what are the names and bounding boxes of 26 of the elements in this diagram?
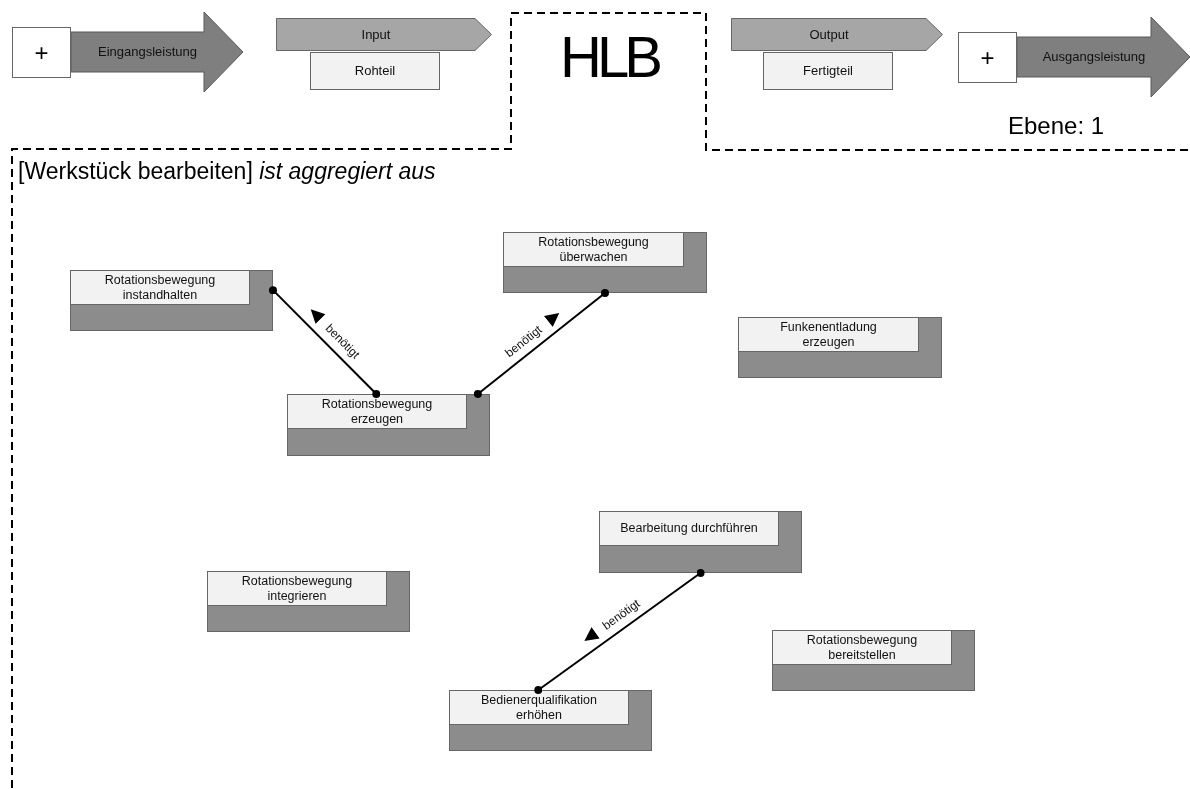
title-field: Rotationsbewegung integrieren [208, 572, 387, 606]
connector-line [269, 286, 381, 398]
function-box [599, 511, 802, 573]
function-box [772, 630, 975, 691]
title-field: Bedienerqualifikation erhöhen [450, 691, 629, 725]
function-box [70, 270, 273, 331]
arrow-label: Input [361, 25, 391, 44]
title-field: Rotationsbewegung überwachen [504, 233, 684, 267]
title-field: Funkenentladung erzeugen [739, 318, 919, 352]
connector-line [473, 289, 609, 398]
function-box [287, 394, 490, 456]
function-box [207, 571, 410, 632]
title-field: Rotationsbewegung instandhalten [71, 271, 250, 305]
arrow-label: Output [809, 25, 849, 44]
arrow-label: Eingangsleistung [98, 43, 197, 62]
title-field: Rotationsbewegung bereitstellen [773, 631, 952, 665]
title-field: Rotationsbewegung erzeugen [288, 395, 467, 429]
function-box [738, 317, 942, 378]
arrow-label: Ausgangsleistung [1042, 48, 1146, 67]
function-box [449, 690, 652, 751]
function-box [503, 232, 707, 293]
level-label: Ebene: 1 [1008, 114, 1105, 138]
connector-line [534, 569, 705, 694]
heading: HLB [560, 28, 658, 86]
title-field: Bearbeitung durchführen [600, 512, 779, 546]
section-heading: [Werkstück bearbeiten] ist aggregiert aus [18, 160, 436, 183]
